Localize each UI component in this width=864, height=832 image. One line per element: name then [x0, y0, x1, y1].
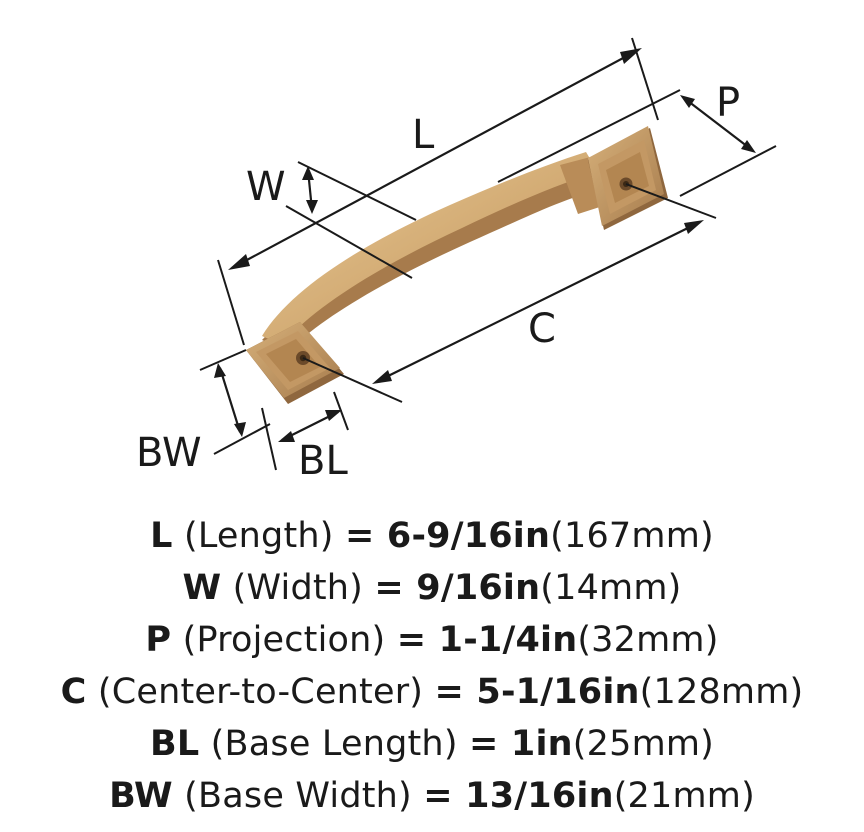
spec-key: L	[150, 516, 173, 556]
spec-equals: =	[434, 672, 477, 712]
spec-equals: =	[396, 620, 439, 660]
spec-inches: 13/16in	[465, 776, 614, 816]
spec-key: P	[145, 620, 172, 660]
spec-millimeters: (128mm)	[639, 672, 804, 712]
left-base	[246, 322, 344, 404]
spec-name: (Center-to-Center)	[86, 672, 435, 712]
spec-millimeters: (14mm)	[540, 568, 682, 608]
base-width-label: BW	[136, 430, 202, 476]
spec-name: (Projection)	[171, 620, 397, 660]
handle-bar	[262, 152, 598, 345]
spec-equals: =	[469, 724, 511, 764]
spec-inches: 1in	[510, 724, 573, 764]
spec-row-center-to-center: C (Center-to-Center) = 5-1/16in(128mm)	[0, 666, 864, 718]
cabinet-pull-handle	[246, 126, 668, 404]
spec-row-length: L (Length) = 6-9/16in(167mm)	[0, 510, 864, 562]
spec-row-projection: P (Projection) = 1-1/4in(32mm)	[0, 614, 864, 666]
base-length-dimension: BL	[261, 391, 349, 484]
base-length-label: BL	[298, 438, 348, 484]
spec-name: (Length)	[172, 516, 345, 556]
spec-name: (Width)	[221, 568, 375, 608]
center-to-center-dimension: C	[302, 183, 717, 403]
spec-key: C	[60, 672, 87, 712]
spec-name: (Base Width)	[172, 776, 424, 816]
handle-bar-edge	[262, 170, 598, 352]
spec-millimeters: (167mm)	[550, 516, 714, 556]
spec-millimeters: (32mm)	[577, 620, 719, 660]
spec-inches: 5-1/16in	[476, 672, 640, 712]
spec-row-base-length: BL (Base Length) = 1in(25mm)	[0, 718, 864, 770]
width-dimension: W	[246, 161, 417, 279]
projection-label: P	[716, 80, 740, 126]
spec-key: W	[182, 568, 222, 608]
spec-row-base-width: BW (Base Width) = 13/16in(21mm)	[0, 770, 864, 822]
spec-inches: 6-9/16in	[386, 516, 551, 556]
spec-millimeters: (25mm)	[572, 724, 715, 764]
handle-dimension-diagram: L W P C BW	[136, 37, 777, 484]
spec-key: BL	[149, 724, 200, 764]
spec-equals: =	[374, 568, 417, 608]
length-dimension: L	[217, 37, 659, 346]
center-to-center-label: C	[528, 306, 556, 352]
spec-key: BW	[109, 776, 173, 816]
right-base	[588, 126, 668, 230]
spec-millimeters: (21mm)	[613, 776, 755, 816]
spec-equals: =	[344, 516, 387, 556]
spec-name: (Base Length)	[199, 724, 469, 764]
base-width-dimension: BW	[136, 349, 271, 476]
length-label: L	[412, 112, 435, 158]
width-label: W	[246, 164, 286, 210]
spec-row-width: W (Width) = 9/16in(14mm)	[0, 562, 864, 614]
spec-inches: 9/16in	[416, 568, 541, 608]
spec-inches: 1-1/4in	[438, 620, 578, 660]
spec-equals: =	[423, 776, 466, 816]
dimension-spec-list: L (Length) = 6-9/16in(167mm) W (Width) =…	[0, 510, 864, 822]
projection-dimension: P	[497, 80, 777, 197]
